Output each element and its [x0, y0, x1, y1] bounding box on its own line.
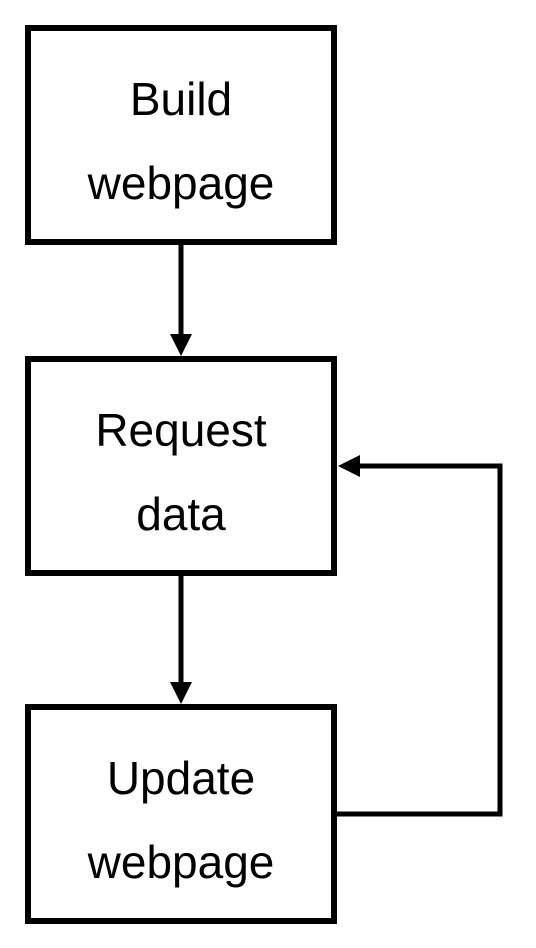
edge-update-to-request-line	[337, 463, 503, 817]
arrow-down-icon	[170, 682, 192, 704]
node-request-data: Request data	[25, 356, 337, 576]
arrow-left-icon	[338, 455, 360, 477]
node-request-data-box	[25, 356, 337, 576]
node-build-webpage-line-1: Build	[130, 73, 232, 125]
node-build-webpage-line-2: webpage	[87, 157, 275, 209]
node-build-webpage: Build webpage	[25, 25, 337, 245]
node-request-data-line-1: Request	[95, 404, 267, 456]
node-build-webpage-box	[25, 25, 337, 245]
edge-request-to-update	[170, 576, 192, 704]
node-update-webpage-box	[25, 704, 337, 924]
node-request-data-line-2: data	[136, 488, 226, 540]
node-update-webpage-line-1: Update	[107, 752, 255, 804]
node-update-webpage: Update webpage	[25, 704, 337, 924]
arrow-down-icon	[170, 334, 192, 356]
edge-update-to-request	[337, 455, 503, 817]
node-update-webpage-line-2: webpage	[87, 836, 275, 888]
edge-build-to-request	[170, 245, 192, 356]
